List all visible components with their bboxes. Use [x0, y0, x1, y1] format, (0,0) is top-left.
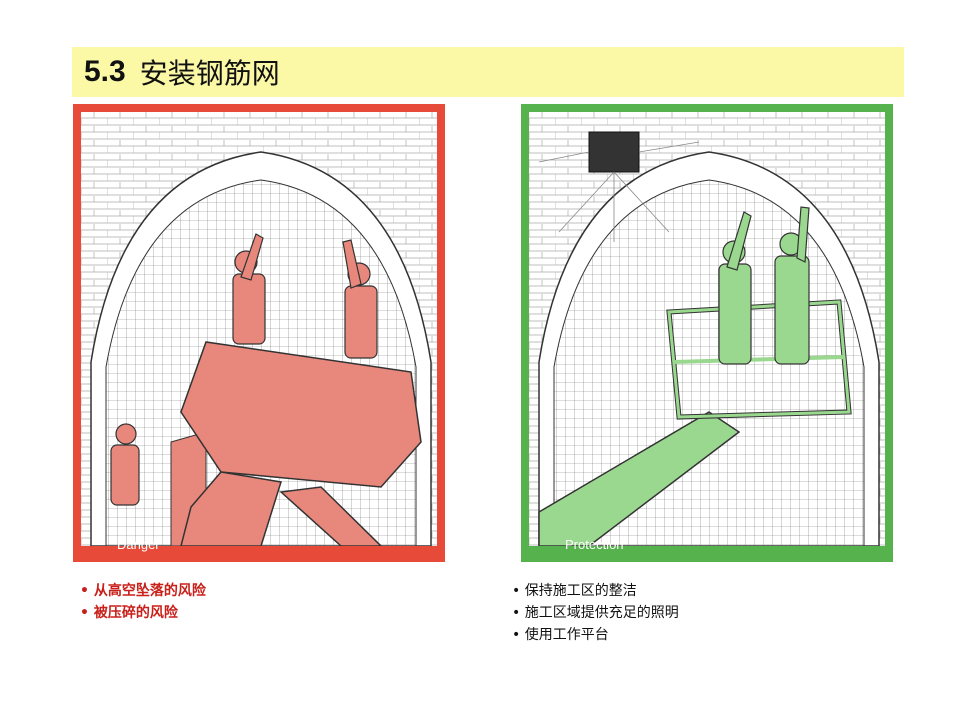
list-item: 从高空坠落的风险 [80, 580, 206, 602]
danger-illustration [81, 112, 437, 546]
section-title: 安装钢筋网 [139, 57, 280, 90]
protection-list: 保持施工区的整洁 施工区域提供充足的照明 使用工作平台 [512, 580, 679, 646]
danger-label: Danger [117, 537, 160, 552]
protection-label: Protection [565, 537, 624, 552]
list-item: 施工区域提供充足的照明 [512, 602, 679, 624]
danger-list: 从高空坠落的风险 被压碎的风险 [80, 580, 206, 624]
list-item: 被压碎的风险 [80, 602, 206, 624]
protection-illustration [529, 112, 885, 546]
danger-panel: Danger [73, 104, 445, 562]
list-item: 使用工作平台 [512, 624, 679, 646]
list-item: 保持施工区的整洁 [512, 580, 679, 602]
section-number: 5.3 [84, 55, 126, 88]
protection-panel: Protection [521, 104, 893, 562]
lamp-icon [538, 131, 700, 242]
title-bar: 5.3 安装钢筋网 [72, 47, 904, 97]
